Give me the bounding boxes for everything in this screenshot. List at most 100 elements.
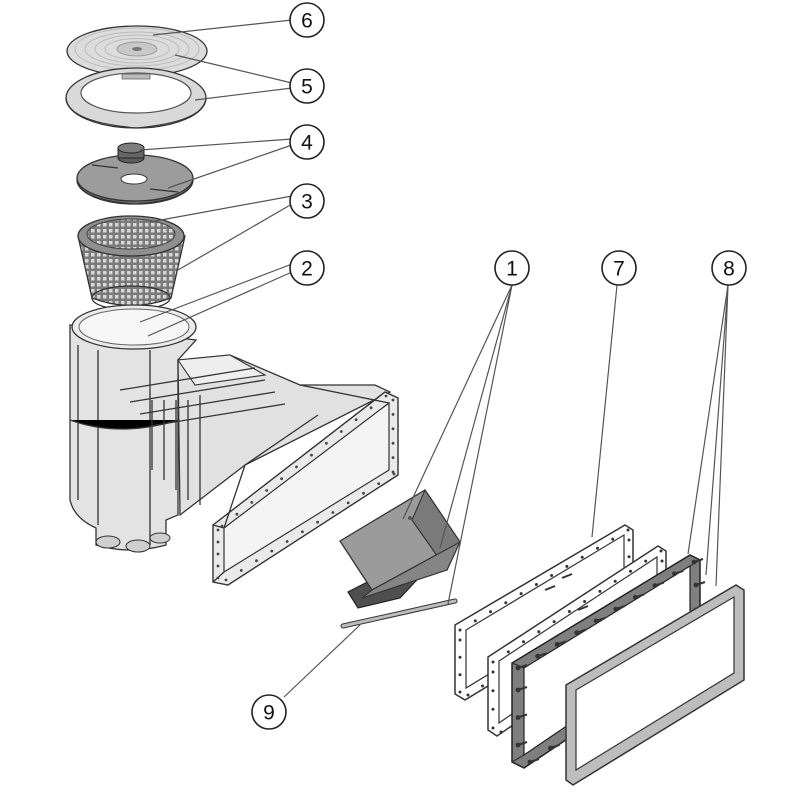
screw-hole <box>458 638 462 642</box>
screw-hole <box>377 482 381 485</box>
screw-hole <box>295 465 298 469</box>
screw-hole <box>265 489 269 492</box>
screw-hole <box>216 528 220 532</box>
screw-head <box>693 582 699 588</box>
screw-hole <box>626 528 630 532</box>
screw-set-small <box>544 573 589 611</box>
screw-head <box>672 571 677 577</box>
callout-2: 2 <box>289 250 325 286</box>
callout-5: 5 <box>289 68 325 104</box>
screw-hole <box>216 552 220 556</box>
screw-hole <box>537 630 541 634</box>
screw-head <box>632 594 638 600</box>
screw-hole <box>255 559 258 563</box>
screw-head <box>535 653 540 659</box>
callout-3: 3 <box>289 183 325 219</box>
part-6-lid <box>66 25 208 77</box>
screw-hole <box>583 600 587 603</box>
screw-hole <box>239 569 243 572</box>
screw-head <box>515 742 521 748</box>
callout-5-number: 5 <box>301 76 313 99</box>
part-1-weir-flap <box>339 488 462 609</box>
screw-hole <box>565 564 569 568</box>
screw-hole <box>285 540 289 543</box>
screw-head <box>527 759 533 765</box>
screw-hole <box>489 610 492 614</box>
screw-hole <box>325 441 328 445</box>
screw-hole <box>458 655 462 659</box>
screw-hole <box>660 559 664 563</box>
callout-7: 7 <box>601 250 637 286</box>
callout-8: 8 <box>711 250 747 286</box>
screw-hole <box>519 592 523 596</box>
screw-hole <box>391 441 395 445</box>
callout-3-number: 3 <box>301 191 313 214</box>
screw-head <box>652 583 658 588</box>
screw-hole <box>491 689 495 693</box>
screw-hole <box>473 619 477 623</box>
screw-hole <box>250 501 254 504</box>
part-3-basket <box>77 215 186 311</box>
screw-hole <box>280 477 283 481</box>
callout-9: 9 <box>251 694 287 730</box>
screw-hole <box>627 538 631 542</box>
screw-hole <box>504 601 508 605</box>
screw-hole <box>391 427 395 431</box>
screw-hole <box>567 610 571 613</box>
screw-hole <box>362 491 365 495</box>
callout-7-number: 7 <box>613 258 625 281</box>
screw-hole <box>580 555 584 559</box>
screw-head <box>548 745 553 751</box>
callout-4: 4 <box>289 124 325 160</box>
screw-hole <box>611 537 615 541</box>
screw-hole <box>499 730 503 734</box>
screw-hole <box>216 564 220 568</box>
screw-hole <box>552 620 556 624</box>
callout-1-number: 1 <box>506 258 518 281</box>
screw-hole <box>384 394 388 398</box>
screw-hole <box>339 430 343 433</box>
screw-hole <box>391 413 395 416</box>
callout-8-number: 8 <box>723 258 735 281</box>
screw-hole <box>629 569 632 573</box>
screw-head <box>515 687 521 693</box>
screw-head <box>613 606 619 612</box>
callout-9-number: 9 <box>263 702 275 725</box>
screw-hole <box>346 501 350 505</box>
leader-lines <box>139 19 729 698</box>
screw-head <box>691 559 697 565</box>
screw-hole <box>216 576 220 580</box>
screw-hole <box>550 574 554 577</box>
mouth-frame-screw-holes <box>216 394 396 582</box>
screw-hole <box>506 650 510 654</box>
part-5-lid-ring <box>65 67 207 129</box>
part-9-rod <box>340 598 458 629</box>
screw-hole <box>598 589 602 593</box>
screw-hole <box>596 546 599 550</box>
screw-hole <box>391 398 395 402</box>
screw-hole <box>224 578 228 582</box>
screw-hole <box>369 406 373 410</box>
callout-4-number: 4 <box>301 132 313 155</box>
screw-head <box>574 630 580 636</box>
screw-hole <box>458 673 462 677</box>
screw-hole <box>659 549 663 553</box>
callout-6-number: 6 <box>301 10 313 33</box>
screw-hole <box>316 520 319 524</box>
screw-hole <box>466 693 470 697</box>
callout-2-number: 2 <box>301 258 313 281</box>
screw-head <box>515 715 521 720</box>
part-4-float-plate <box>76 142 194 205</box>
screw-hole <box>491 726 495 730</box>
screw-head <box>593 618 599 624</box>
screw-hole <box>354 418 358 421</box>
screw-hole <box>491 660 495 664</box>
part-8-faceplate <box>565 584 745 786</box>
screw-hole <box>522 640 525 644</box>
screw-hole <box>491 670 495 674</box>
screw-hole <box>331 511 335 514</box>
screw-hole <box>491 707 495 711</box>
callout-6: 6 <box>289 2 325 38</box>
screw-hole <box>481 684 484 688</box>
